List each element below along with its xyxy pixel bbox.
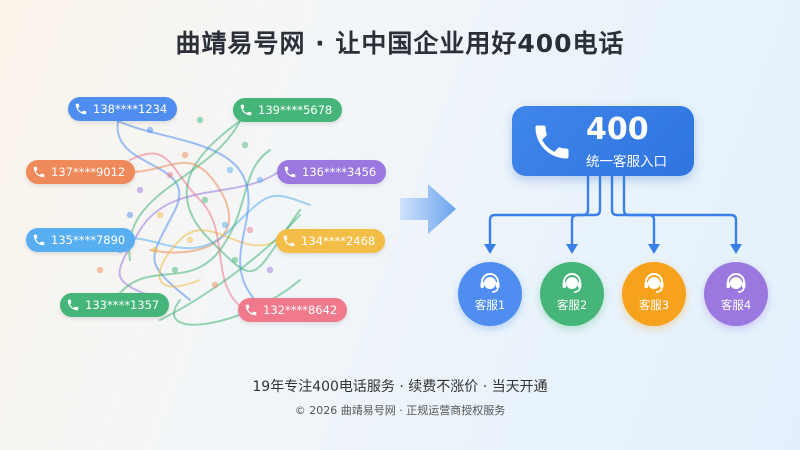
right-arrow-icon <box>400 184 456 234</box>
connector-dot <box>181 151 189 159</box>
connector-dot <box>221 221 229 229</box>
agent-label: 客服4 <box>720 298 752 312</box>
connector-dot <box>171 266 179 274</box>
caller-chip-6: 134****2468 <box>276 229 386 253</box>
connector-dot <box>231 256 239 264</box>
route-arrowhead <box>484 244 496 254</box>
caller-chip-5: 135****7890 <box>26 228 136 252</box>
caller-number: 139****5678 <box>258 103 333 117</box>
connector-dot <box>246 226 254 234</box>
connector-dot <box>266 266 274 274</box>
caller-number: 135****7890 <box>51 233 126 247</box>
connector-dot <box>151 246 159 254</box>
caller-chip-3: 137****9012 <box>26 160 136 184</box>
route-arrowhead <box>730 244 742 254</box>
phone-icon <box>284 166 296 178</box>
route-arrowhead <box>566 244 578 254</box>
unified-400-entry: 400 统一客服入口 <box>512 106 694 176</box>
phone-icon <box>240 104 252 116</box>
headset-icon <box>562 273 582 293</box>
call-line <box>118 171 279 301</box>
caller-number: 132****8642 <box>263 303 338 317</box>
caller-number: 134****2468 <box>301 234 376 248</box>
connector-dot <box>211 281 219 289</box>
agent-label: 客服1 <box>474 298 506 312</box>
agent-2: 客服2 <box>540 262 604 326</box>
agent-label: 客服3 <box>638 298 670 312</box>
connector-dot <box>256 176 264 184</box>
connector-dot <box>241 141 249 149</box>
call-line <box>129 152 241 307</box>
connector-dot <box>146 126 154 134</box>
caller-number: 138****1234 <box>93 102 168 116</box>
call-line <box>116 120 191 301</box>
agent-4: 客服4 <box>704 262 768 326</box>
caller-chip-2: 139****5678 <box>233 98 343 122</box>
caller-chip-1: 138****1234 <box>68 97 178 121</box>
page-title: 曲靖易号网 · 让中国企业用好400电话 <box>175 29 625 58</box>
connector-dot <box>156 211 164 219</box>
phone-icon <box>33 166 45 178</box>
route-line <box>610 176 656 246</box>
tagline: 19年专注400电话服务 · 续费不涨价 · 当天开通 <box>252 379 548 395</box>
connector-dot <box>186 236 194 244</box>
connector-dot <box>201 196 209 204</box>
route-line <box>488 176 590 246</box>
caller-number: 133****1357 <box>85 298 160 312</box>
call-line <box>121 194 311 250</box>
call-line <box>117 120 256 301</box>
caller-chip-7: 133****1357 <box>60 293 170 317</box>
agent-1: 客服1 <box>458 262 522 326</box>
caller-number: 136****3456 <box>302 165 377 179</box>
agent-label: 客服2 <box>556 298 588 312</box>
call-line <box>158 229 277 288</box>
phone-icon <box>535 125 569 159</box>
connector-dot <box>166 171 174 179</box>
connector-dot <box>126 211 134 219</box>
headset-icon <box>644 273 664 293</box>
phone-icon <box>75 103 87 115</box>
entry-label: 统一客服入口 <box>586 154 667 170</box>
route-line <box>622 176 738 246</box>
caller-number: 137****9012 <box>51 165 126 179</box>
route-line <box>570 176 602 246</box>
footer-copyright: © 2026 曲靖易号网 · 正规运营商授权服务 <box>294 404 506 417</box>
connector-dot <box>136 186 144 194</box>
agent-3: 客服3 <box>622 262 686 326</box>
caller-chip-4: 136****3456 <box>277 160 387 184</box>
connector-dot <box>226 166 234 174</box>
route-arrowhead <box>648 244 660 254</box>
phone-icon <box>283 235 295 247</box>
entry-number: 400 <box>586 112 649 147</box>
phone-icon <box>33 234 45 246</box>
headset-icon <box>726 273 746 293</box>
phone-icon <box>67 299 79 311</box>
headset-icon <box>480 273 500 293</box>
connector-dot <box>96 266 104 274</box>
call-line <box>185 120 301 273</box>
caller-chip-8: 132****8642 <box>238 298 348 322</box>
phone-icon <box>245 304 257 316</box>
connector-dot <box>196 116 204 124</box>
